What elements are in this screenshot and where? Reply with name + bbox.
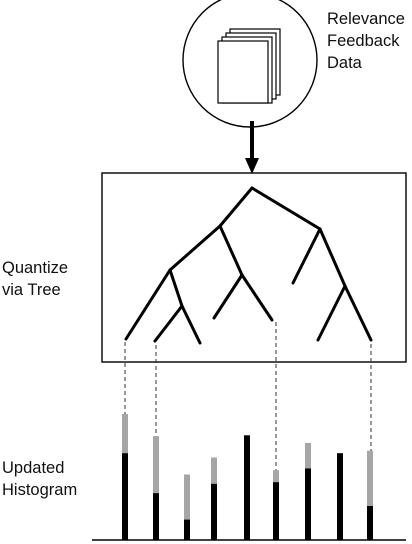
histogram-bar-update-3	[184, 474, 190, 520]
feedback-data-node	[182, 0, 318, 128]
histogram-bar-base-3	[184, 519, 190, 540]
histogram-bar-update-9	[367, 450, 373, 506]
quantize-label-line-2: via Tree	[2, 281, 61, 299]
histogram-label: Updated Histogram	[2, 457, 77, 501]
histogram-bar-base-4	[211, 483, 217, 540]
feedback-label-line-3: Data	[327, 54, 362, 72]
tree-box	[101, 172, 407, 363]
histogram-bar-base-7	[305, 468, 311, 540]
quantize-label-line-1: Quantize	[2, 259, 69, 277]
histogram-bars	[122, 414, 373, 540]
histogram-label-line-1: Updated	[2, 459, 65, 477]
quantization-tree	[124, 186, 373, 345]
histogram-bar-base-2	[153, 493, 159, 540]
histogram-bar-update-6	[273, 470, 279, 483]
histogram-bar-base-1	[122, 453, 128, 540]
histogram-bar-update-7	[305, 442, 311, 469]
histogram-bar-base-9	[367, 505, 373, 540]
histogram-bar-update-1	[122, 414, 128, 454]
quantize-label: Quantize via Tree	[2, 257, 68, 301]
histogram-label-line-2: Histogram	[2, 481, 78, 499]
histogram-bar-update-2	[153, 436, 159, 494]
down-arrow-icon	[245, 121, 259, 174]
histogram-bar-base-8	[337, 453, 343, 540]
histogram-bar-base-5	[244, 435, 250, 540]
feedback-data-label: Relevance Feedback Data	[327, 8, 405, 74]
document-stack-icon	[217, 28, 281, 104]
histogram-bar-base-6	[273, 482, 279, 540]
leaf-connectors	[124, 322, 372, 472]
histogram-bar-update-4	[211, 457, 217, 484]
feedback-label-line-1: Relevance	[327, 10, 405, 28]
feedback-label-line-2: Feedback	[327, 32, 400, 50]
